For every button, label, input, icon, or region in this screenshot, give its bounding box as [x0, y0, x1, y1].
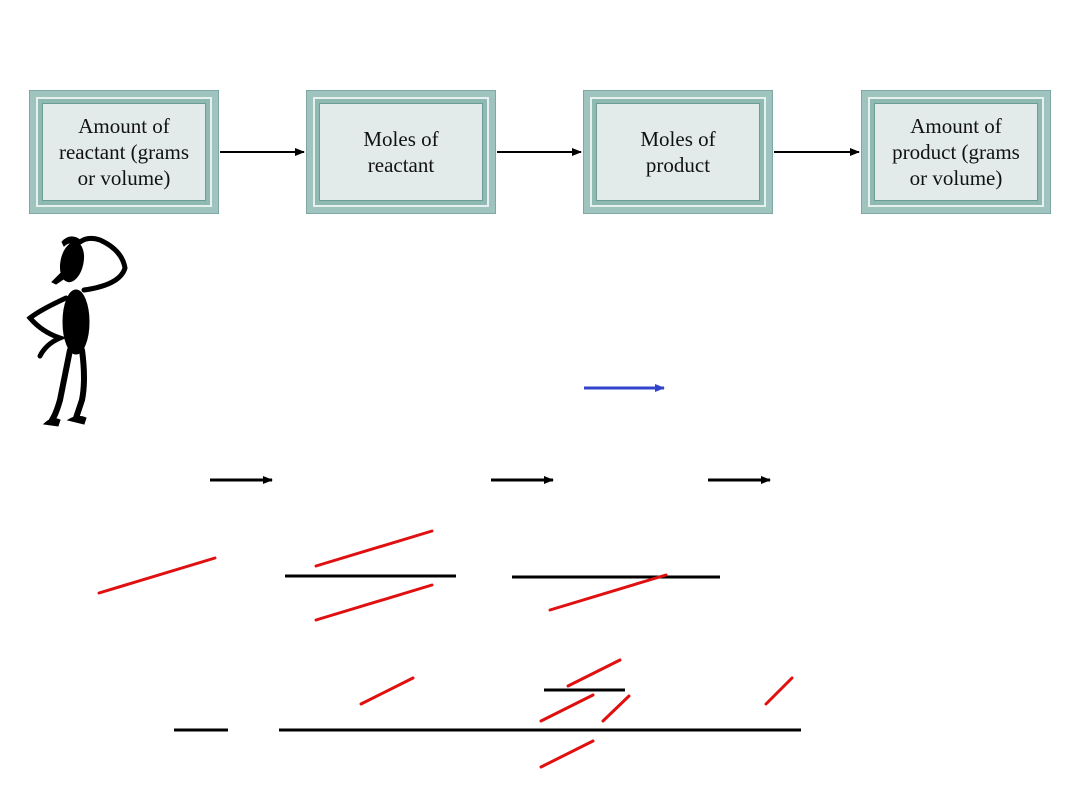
flow-box-label: Moles of reactant: [363, 127, 439, 177]
flow-box-moles-of-reactant: Moles of reactant: [306, 90, 496, 214]
flow-box-label: Moles of product: [640, 127, 716, 177]
flow-box-amount-of-reactant: Amount of reactant (grams or volume): [29, 90, 219, 214]
cancel-stroke: [314, 583, 434, 622]
flow-box-moles-of-product: Moles of product: [583, 90, 773, 214]
cancel-stroke: [314, 529, 434, 568]
cancel-stroke: [539, 739, 595, 769]
cancel-stroke: [359, 676, 415, 706]
thinking-person-icon: [26, 235, 128, 427]
cancel-strokes: [97, 529, 794, 769]
cancel-stroke: [548, 573, 668, 612]
flow-box-amount-of-product: Amount of product (grams or volume): [861, 90, 1051, 214]
flow-box-label: Amount of reactant (grams or volume): [58, 114, 189, 190]
cancel-stroke: [539, 693, 595, 723]
flow-box-label: Amount of product (grams or volume): [892, 114, 1020, 190]
cancel-stroke: [566, 658, 622, 688]
cancel-stroke: [601, 694, 631, 723]
cancel-stroke: [764, 676, 794, 706]
cancel-stroke: [97, 556, 217, 595]
